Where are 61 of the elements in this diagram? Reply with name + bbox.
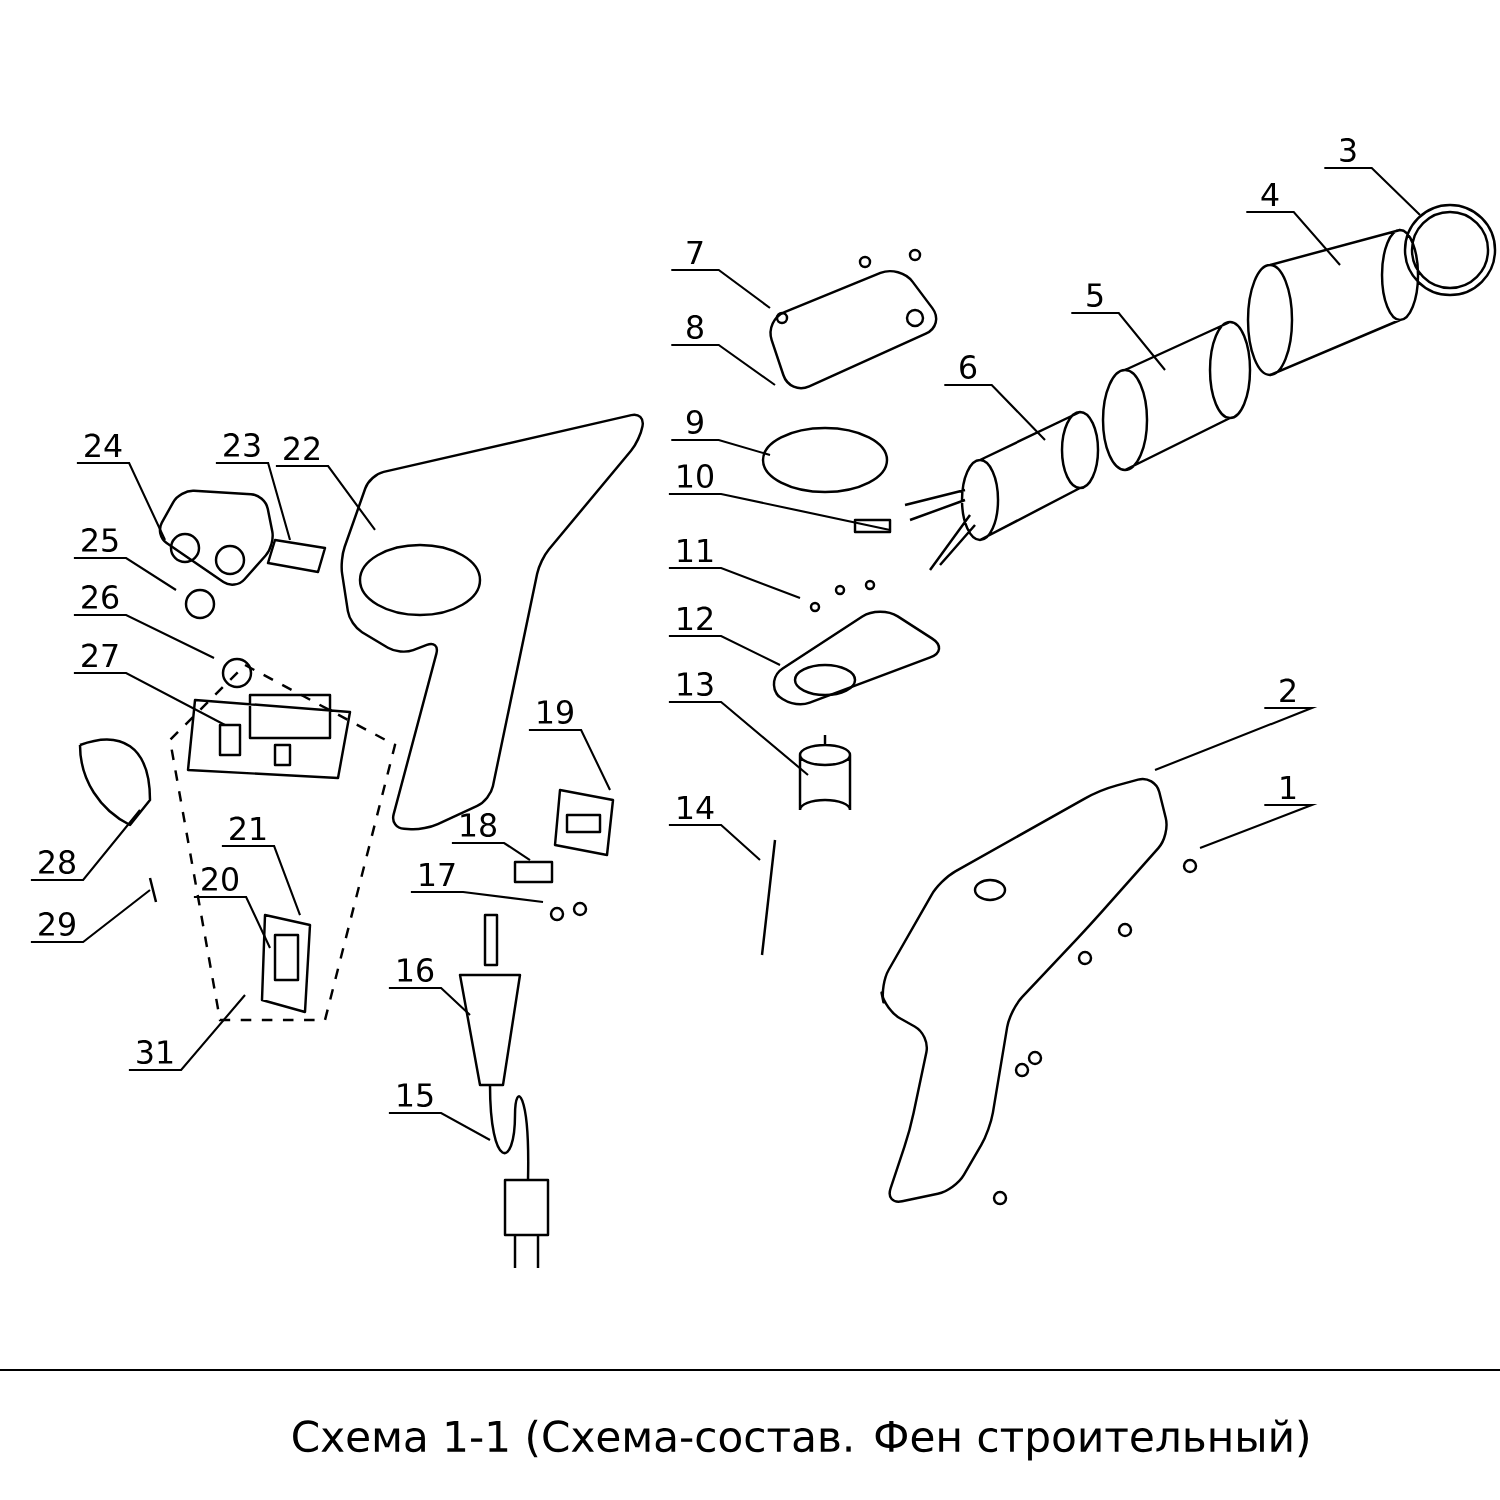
callout-number: 22 (284, 436, 319, 460)
callout-number: 10 (678, 464, 714, 488)
callout-number: 3 (1340, 138, 1356, 162)
leader-line (1071, 311, 1166, 371)
leader-line (76, 461, 166, 541)
callout-number: 1 (1281, 776, 1296, 800)
leader-line (73, 671, 226, 726)
callout-number: 18 (461, 813, 496, 837)
leader-line (73, 556, 177, 591)
caption: Схема 1-1 (Схема-состав. Фен строительный) (293, 1419, 1308, 1461)
leader-line (1324, 166, 1421, 216)
leader-line (451, 841, 531, 861)
leader-line (30, 809, 141, 882)
leader-line (528, 728, 611, 791)
callout-number: 28 (39, 850, 75, 874)
leader-line (221, 844, 301, 916)
leader-line (671, 268, 771, 309)
callout-number: 13 (678, 672, 713, 696)
leader-line (388, 1111, 491, 1141)
leader-line (668, 634, 781, 666)
leader-line (388, 986, 471, 1016)
leader-line (1199, 803, 1318, 849)
leader-line (668, 700, 809, 776)
callout-number: 27 (82, 643, 118, 668)
callout-number: 9 (686, 410, 703, 434)
callout-number: 6 (960, 355, 977, 379)
leader-line (668, 823, 761, 861)
callout-number: 25 (82, 528, 118, 552)
leader-line (1246, 210, 1341, 266)
leader-line (668, 566, 801, 599)
callout-number: 19 (538, 700, 573, 724)
callout-number: 15 (398, 1083, 433, 1108)
leader-line (1154, 706, 1318, 771)
leader-line (73, 613, 215, 659)
callout-number: 5 (1087, 283, 1103, 307)
callout-number: 4 (1261, 182, 1279, 206)
leader-line (944, 383, 1046, 441)
leader-line (671, 343, 776, 386)
leader-line (215, 461, 291, 541)
callout-number: 8 (687, 315, 703, 339)
leader-line (128, 994, 246, 1072)
callout-number: 12 (678, 606, 712, 631)
callout-number: 14 (678, 796, 714, 820)
callout-number: 26 (82, 585, 119, 609)
callout-number: 11 (678, 538, 713, 563)
callout-number: 23 (224, 433, 260, 457)
callout-number: 17 (420, 863, 455, 887)
callout-number: 24 (85, 433, 122, 457)
callout-number: 21 (230, 816, 266, 841)
leader-line (671, 438, 771, 456)
callout-number: 20 (202, 867, 239, 891)
callout-number: 29 (39, 912, 75, 937)
leader-line (193, 895, 271, 949)
leader-line (30, 889, 151, 944)
leader-line (668, 492, 891, 532)
callout-number: 31 (137, 1040, 173, 1065)
leader-line (275, 464, 376, 531)
callout-number: 7 (687, 240, 703, 264)
callout-number: 16 (398, 958, 434, 983)
leader-line (410, 890, 544, 904)
callout-number: 2 (1280, 678, 1295, 703)
